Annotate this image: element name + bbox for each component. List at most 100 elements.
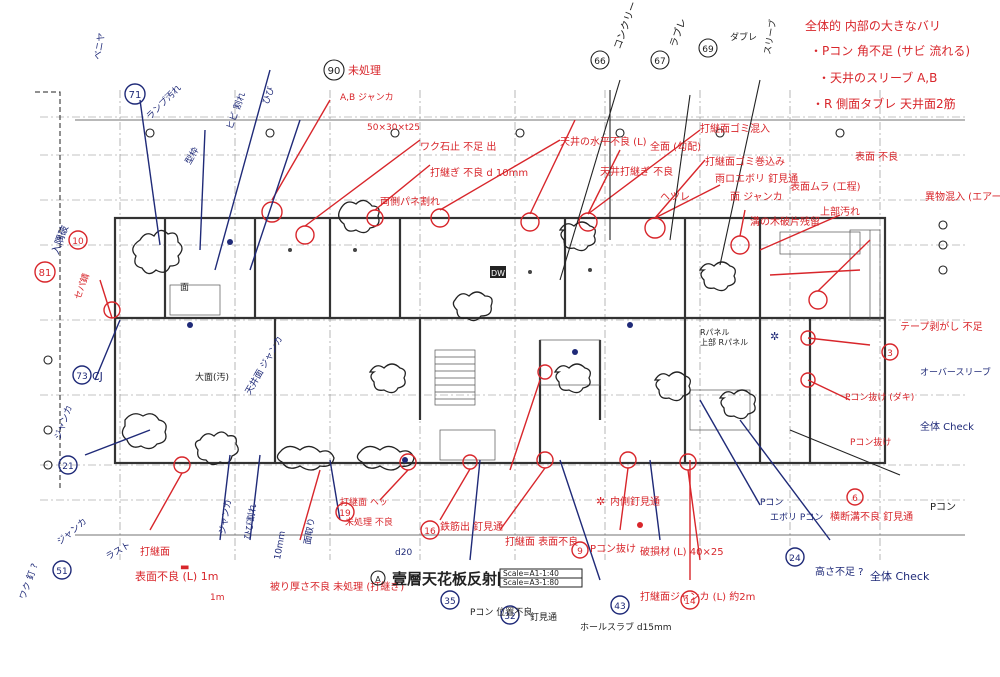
general-note-3: ・天井のスリーブ A,B [818, 70, 937, 85]
callout-73: 73 [72, 365, 92, 385]
svg-text:表面ムラ (工程): 表面ムラ (工程) [790, 180, 861, 193]
svg-text:24: 24 [789, 554, 801, 564]
grid-lines [40, 90, 965, 560]
grid-bubbles [43, 128, 948, 470]
svg-text:ワク石止 不足 出: ワク石止 不足 出 [420, 140, 496, 153]
callout-10: 10 [68, 230, 88, 250]
general-notes: 全体的 内部の大きなバリ ・Pコン 角不足 (サビ 流れる) ・天井のスリーブ … [805, 18, 970, 111]
svg-text:全面 (勾配): 全面 (勾配) [650, 140, 701, 153]
svg-text:打継面: 打継面 [140, 545, 170, 558]
svg-text:✲: ✲ [770, 330, 779, 343]
callout-21: 21 [58, 455, 78, 475]
svg-text:表面不良 (L) 1m: 表面不良 (L) 1m [135, 569, 218, 583]
svg-text:69: 69 [702, 45, 714, 55]
svg-text:▬: ▬ [180, 562, 189, 573]
svg-text:71: 71 [129, 90, 142, 101]
blue-leaders [84, 69, 901, 581]
callout-6: 6 [846, 488, 864, 506]
svg-text:81: 81 [39, 268, 52, 279]
svg-text:Pコン抜け (ダキ): Pコン抜け (ダキ) [845, 391, 914, 403]
svg-text:打継ぎ 不良 d 10mm: 打継ぎ 不良 d 10mm [430, 166, 528, 179]
svg-text:50×30×t25: 50×30×t25 [367, 123, 420, 133]
svg-text:コンクリート 流れ: コンクリート 流れ [611, 0, 652, 51]
svg-text:19: 19 [339, 509, 351, 519]
callout-9: 9 [571, 541, 589, 559]
svg-text:9: 9 [577, 547, 583, 557]
svg-text:35: 35 [444, 597, 455, 607]
svg-text:打継面 ヘッ: 打継面 ヘッ [340, 496, 388, 508]
scale-a3: Scale=A3-1:80 [503, 578, 559, 587]
svg-text:ひび: ひび [260, 85, 276, 106]
svg-text:10: 10 [72, 237, 84, 247]
svg-text:スリーブ: スリーブ [761, 19, 779, 56]
svg-text:破損材 (L) 40×25: 破損材 (L) 40×25 [640, 545, 724, 558]
svg-text:面取り: 面取り [302, 517, 318, 546]
svg-text:ジャンカ: ジャンカ [217, 499, 234, 536]
general-note-4: ・R 側面タブレ 天井面2筋 [812, 96, 956, 111]
svg-text:入隅破: 入隅破 [49, 223, 71, 256]
svg-text:面 ジャンカ: 面 ジャンカ [730, 191, 783, 203]
stair [434, 349, 476, 406]
svg-text:釘見通: 釘見通 [530, 611, 557, 623]
svg-text:ダブレ: ダブレ [730, 31, 757, 43]
svg-text:14: 14 [684, 597, 696, 607]
svg-text:Pコン 位置不良: Pコン 位置不良 [470, 606, 532, 618]
svg-text:面: 面 [180, 282, 189, 293]
svg-text:6: 6 [852, 494, 858, 504]
callout-24: 24 [785, 547, 805, 567]
svg-text:67: 67 [654, 57, 665, 67]
svg-text:ラブレ: ラブレ [667, 16, 689, 49]
title-mark: A [375, 575, 381, 584]
svg-text:ジャンカ: ジャンカ [52, 404, 74, 441]
callout-69: 69 [698, 38, 718, 58]
svg-text:天井の水平不良 (L): 天井の水平不良 (L) [560, 135, 647, 148]
svg-text:A,B ジャンカ: A,B ジャンカ [340, 92, 394, 103]
svg-text:73: 73 [76, 372, 87, 382]
left-annotations: 入隅破 セパ錆 CJ ジャンカ ワク 釘 ? ジャンカ 面 大面(汚) 天井面 … [17, 223, 286, 601]
svg-text:90: 90 [328, 66, 341, 77]
callout-bubbles: 90 71 66 67 69 81 10 73 21 51 19 35 16 3… [34, 38, 899, 625]
svg-text:両側パネ割れ: 両側パネ割れ [380, 195, 440, 208]
site-boundary [35, 91, 965, 536]
svg-text:3: 3 [887, 349, 893, 359]
svg-text:✲: ✲ [596, 495, 605, 508]
svg-text:型枠: 型枠 [182, 145, 201, 167]
svg-text:打継面ゴミ巻込み: 打継面ゴミ巻込み [705, 155, 785, 168]
scale-a1: Scale=A1-1:40 [503, 569, 559, 578]
markers-misc: ✲ ✲ [596, 330, 779, 508]
callout-3: 3 [881, 343, 899, 361]
svg-text:ジャンカ: ジャンカ [55, 516, 89, 547]
svg-text:51: 51 [56, 567, 67, 577]
callout-16: 16 [420, 520, 440, 540]
svg-text:異物混入 (エアー付け): 異物混入 (エアー付け) [925, 190, 1000, 203]
callout-43: 43 [610, 595, 630, 615]
svg-text:オーバースリーブ: オーバースリーブ [920, 366, 991, 378]
svg-text:ベニヤ: ベニヤ [93, 32, 108, 60]
svg-text:ランプ汚れ: ランプ汚れ [144, 82, 184, 122]
svg-text:16: 16 [424, 527, 436, 537]
svg-text:打継面 表面不良: 打継面 表面不良 [505, 535, 578, 548]
svg-text:ワク 釘 ?: ワク 釘 ? [17, 561, 41, 601]
svg-text:上部汚れ: 上部汚れ [820, 205, 860, 218]
svg-text:上部 Rパネル: 上部 Rパネル [700, 337, 748, 347]
svg-text:全体 Check: 全体 Check [870, 569, 930, 583]
red-markers [103, 201, 828, 474]
right-annotations: テープ剥がし 不足 オーバースリーブ Pコン抜け (ダキ) Pコン抜け 全体 C… [700, 320, 991, 523]
svg-text:Pコン: Pコン [930, 502, 956, 513]
svg-text:Pコン抜け: Pコン抜け [850, 436, 891, 448]
svg-text:66: 66 [594, 57, 606, 67]
svg-text:天井面 ジャンカ: 天井面 ジャンカ [242, 334, 285, 397]
title-block: A 壹層天花板反射圖 Scale=A1-1:40 Scale=A3-1:80 [370, 568, 583, 588]
svg-text:CJ: CJ [92, 370, 103, 383]
svg-text:10mm: 10mm [273, 530, 288, 560]
svg-text:32: 32 [504, 612, 515, 622]
svg-text:ヒビ 割れ: ヒビ 割れ [224, 90, 249, 131]
svg-text:打継面ジャンカ (L) 約2m: 打継面ジャンカ (L) 約2m [640, 590, 755, 603]
callout-90: 90 [323, 59, 345, 81]
callout-66: 66 [590, 50, 610, 70]
svg-text:Pコン: Pコン [760, 498, 783, 508]
red-leaders [99, 99, 871, 580]
top-annotations: ベニヤ ランプ汚れ 型枠 ヒビ 割れ ひび 未処理 A,B ジャンカ 50×30… [93, 0, 1000, 228]
svg-text:被り厚さ不良 未処理 (打継ぎ): 被り厚さ不良 未処理 (打継ぎ) [270, 580, 404, 593]
